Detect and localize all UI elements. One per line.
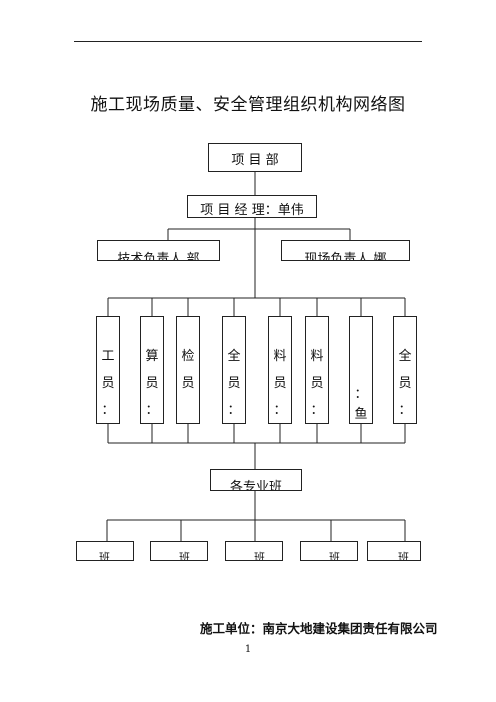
header-rule — [74, 41, 422, 42]
site-lead-box: 现场负责人 娜 — [281, 240, 410, 261]
role-box-1: 工员： — [96, 316, 120, 424]
role-box-2: 算员： — [140, 316, 164, 424]
diagram-title: 施工现场质量、安全管理组织机构网络图 — [90, 95, 406, 115]
team-group-label: 各专业班 — [229, 480, 282, 491]
role-label-7: ：鱼 — [354, 387, 368, 422]
team-box-5: 班 — [367, 541, 421, 561]
team-label-2: 班 — [179, 551, 190, 561]
role-label-2: 算员： — [145, 349, 159, 418]
page-number: 1 — [244, 644, 252, 655]
site-lead-label: 现场负责人 娜 — [304, 252, 387, 261]
role-label-4: 全员： — [227, 349, 241, 418]
role-box-5: 料员： — [268, 316, 292, 424]
role-box-6: 料员： — [305, 316, 329, 424]
team-label-4: 班 — [329, 551, 340, 561]
project-manager-box: 项 目 经 理：单伟 — [187, 195, 317, 218]
tech-lead-label: 技术负责人 部 — [117, 252, 200, 261]
project-manager-label: 项 目 经 理：单伟 — [200, 203, 304, 218]
team-label-3: 班 — [254, 551, 265, 561]
project-dept-label: 项 目 部 — [231, 153, 279, 168]
team-group-box: 各专业班 — [210, 469, 302, 491]
team-box-2: 班 — [150, 541, 208, 561]
team-box-3: 班 — [225, 541, 283, 561]
team-box-4: 班 — [300, 541, 358, 561]
role-label-8: 全员： — [398, 349, 412, 418]
team-box-1: 班 — [76, 541, 134, 561]
tech-lead-box: 技术负责人 部 — [97, 240, 220, 261]
role-box-7: ：鱼 — [349, 316, 373, 424]
role-box-4: 全员： — [222, 316, 246, 424]
project-dept-box: 项 目 部 — [208, 143, 302, 172]
role-label-3: 检员 — [181, 349, 195, 391]
team-label-5: 班 — [398, 551, 409, 561]
construction-unit: 施工单位：南京大地建设集团责任有限公司 — [200, 621, 438, 636]
role-label-5: 料员： — [273, 349, 287, 418]
role-label-1: 工员： — [101, 349, 115, 418]
role-label-6: 料员： — [310, 349, 324, 418]
role-box-3: 检员 — [176, 316, 200, 424]
role-box-8: 全员： — [393, 316, 417, 424]
team-label-1: 班 — [99, 551, 110, 561]
